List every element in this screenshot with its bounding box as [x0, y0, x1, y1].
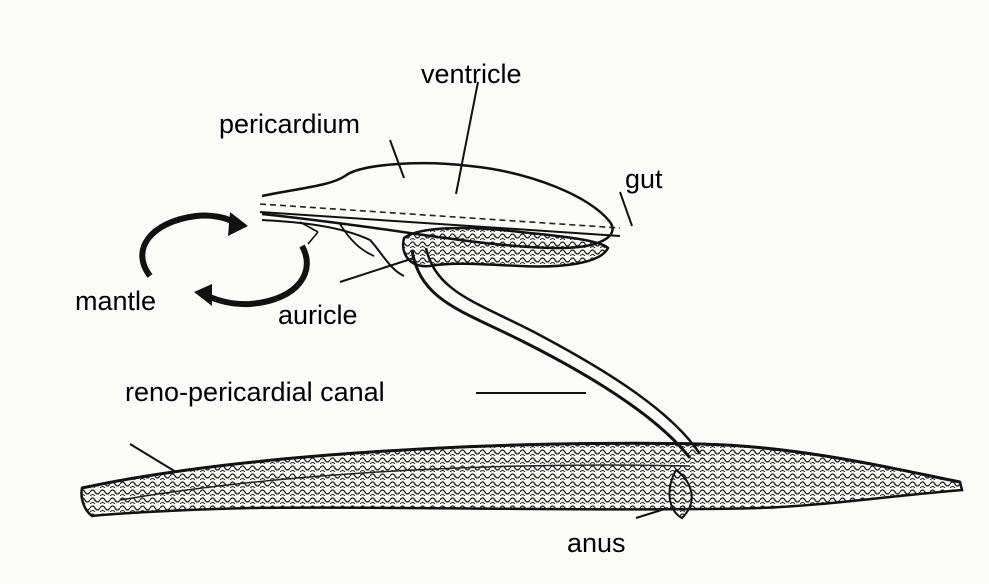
label-anus: anus: [567, 530, 626, 557]
label-auricle: auricle: [278, 302, 358, 329]
label-ventricle: ventricle: [421, 61, 522, 88]
label-gut: gut: [625, 166, 663, 193]
label-pericardium: pericardium: [219, 111, 360, 138]
mantle-arrows: [142, 212, 307, 306]
label-mantle: mantle: [75, 288, 156, 315]
canal-tube: [412, 248, 700, 458]
kidney-band: [81, 443, 962, 518]
label-reno-pericardial-canal: reno-pericardial canal: [125, 379, 385, 406]
